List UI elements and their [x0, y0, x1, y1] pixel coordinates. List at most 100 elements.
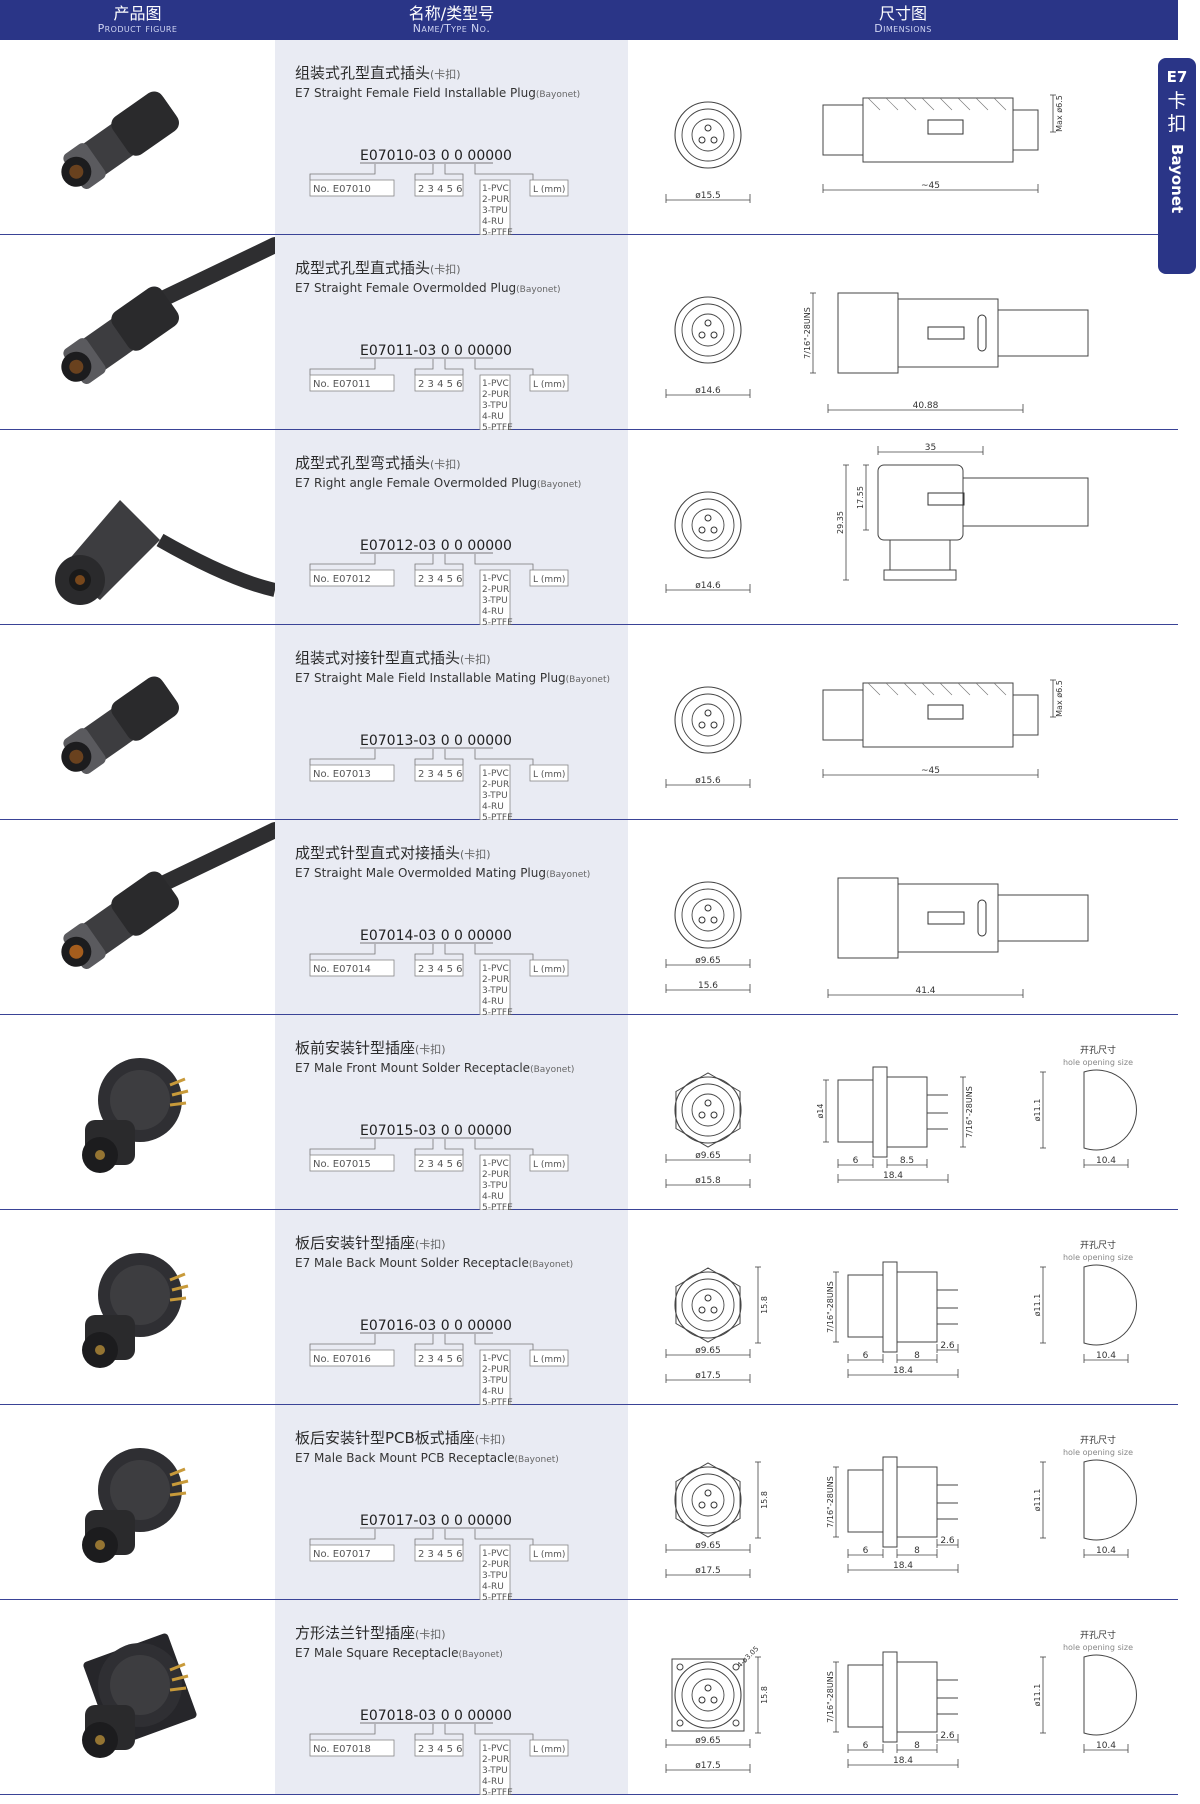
cable-material-option: 3-TPU: [482, 401, 508, 411]
length-box: [529, 764, 569, 782]
length-box: [529, 1544, 569, 1562]
connector-image: [55, 500, 275, 605]
cable-material-box: [479, 959, 511, 1015]
dim-label: ø17.5: [695, 1371, 721, 1381]
pin-count-box: [414, 764, 464, 782]
pin-count-box: [414, 374, 464, 392]
product-title-en: E7 Straight Male Overmolded Mating Plug(…: [295, 866, 628, 880]
title-zh-paren: (卡扣): [430, 68, 461, 81]
product-name-cell: 成型式孔型直式插头(卡扣)E7 Straight Female Overmold…: [275, 235, 628, 430]
title-en-paren: (Bayonet): [545, 870, 591, 880]
cable-material-option: 2-PUR: [482, 780, 509, 790]
product-row: 成型式针型直式对接插头(卡扣)E7 Straight Male Overmold…: [0, 820, 1178, 1015]
title-en-paren: (Bayonet): [514, 1455, 559, 1465]
series-char-1: 卡: [1167, 90, 1187, 112]
product-title-zh: 方形法兰针型插座(卡扣): [295, 1622, 628, 1643]
part-number: E07012-03 0 0 00000: [360, 538, 512, 554]
cable-material-option: 5-PTFE: [482, 813, 513, 820]
dim-label: 10.4: [1096, 1156, 1116, 1166]
dim-label: 7/16"-28UNS: [826, 1476, 835, 1528]
part-number-options: 03 0 0 00000: [418, 733, 512, 749]
type-no-label: No. E07016: [313, 1354, 371, 1365]
cable-material-box: [479, 569, 511, 625]
title-zh-text: 组装式孔型直式插头: [295, 64, 431, 82]
hole-size-label: 开孔尺寸: [1080, 1044, 1116, 1056]
product-title-zh: 板前安装针型插座(卡扣): [295, 1037, 628, 1058]
dim-label: Max ø6.5: [1055, 680, 1064, 717]
dim-label: 41.4: [915, 986, 935, 996]
type-no-box: [309, 179, 395, 197]
length-label: L (mm): [533, 575, 565, 585]
product-title-zh: 板后安装针型插座(卡扣): [295, 1232, 628, 1253]
cable-material-option: 3-TPU: [482, 1571, 508, 1581]
connector-photo: [82, 1448, 189, 1563]
part-number-options: 03 0 0 00000: [418, 538, 512, 554]
product-row: 成型式孔型弯式插头(卡扣)E7 Right angle Female Overm…: [0, 430, 1178, 625]
front-view-drawing: [674, 1462, 742, 1538]
pin-count-label: 2 3 4 5 6: [418, 1159, 463, 1170]
hole-size-label: 开孔尺寸: [1080, 1629, 1116, 1641]
table-header: 产品图 Product figure 名称/类型号 Name/Type No. …: [0, 0, 1178, 40]
dim-label: 15.8: [760, 1686, 769, 1704]
length-label: L (mm): [533, 185, 565, 195]
title-en-paren: (Bayonet): [537, 480, 582, 490]
dim-label: 15.6: [698, 981, 718, 991]
cable-material-option: 5-PTFE: [482, 1203, 513, 1210]
part-number-options: 03 0 0 00000: [418, 928, 512, 944]
dim-label: 8: [914, 1741, 920, 1751]
dim-label: 6: [863, 1351, 869, 1361]
connector-photo: [61, 676, 179, 774]
header-zh: 产品图: [113, 3, 162, 23]
connector-image: [61, 91, 179, 189]
connector-photo: [61, 822, 275, 969]
pin-count-label: 2 3 4 5 6: [418, 379, 463, 390]
pin-count-box: [414, 1349, 464, 1367]
cable-material-box: [479, 1154, 511, 1210]
product-photo: [0, 1405, 275, 1599]
product-name-cell: 板前安装针型插座(卡扣)E7 Male Front Mount Solder R…: [275, 1015, 628, 1210]
dim-label: ~45: [921, 766, 940, 776]
series-chars: 卡 扣: [1167, 90, 1186, 136]
cable-material-option: 2-PUR: [482, 195, 509, 205]
connector-image: [82, 1058, 189, 1173]
dim-label: 17.55: [856, 486, 865, 509]
product-rows: 组装式孔型直式插头(卡扣)E7 Straight Female Field In…: [0, 40, 1178, 1795]
cable-material-option: 4-RU: [482, 412, 504, 422]
type-no-label: No. E07015: [313, 1159, 371, 1170]
header-name-type: 名称/类型号 Name/Type No.: [275, 0, 628, 40]
cable-material-option: 1-PVC: [482, 184, 509, 194]
title-zh-paren: (卡扣): [430, 263, 461, 276]
title-en-paren: (Bayonet): [565, 675, 610, 685]
dim-label: Max ø6.5: [1055, 95, 1064, 132]
type-no-box: [309, 1349, 395, 1367]
product-title-en: E7 Right angle Female Overmolded Plug(Ba…: [295, 476, 628, 490]
dim-label: 40.88: [913, 401, 939, 411]
connector-image: [82, 1448, 189, 1563]
length-label: L (mm): [533, 1355, 565, 1365]
cable-material-option: 4-RU: [482, 997, 504, 1007]
product-row: 方形法兰针型插座(卡扣)E7 Male Square Receptacle(Ba…: [0, 1600, 1178, 1795]
connector-image: [61, 676, 179, 774]
product-row: 组装式对接针型直式插头(卡扣)E7 Straight Male Field In…: [0, 625, 1178, 820]
part-number: E07015-03 0 0 00000: [360, 1123, 512, 1139]
title-zh-text: 组装式对接针型直式插头: [295, 649, 461, 667]
product-row: 组装式孔型直式插头(卡扣)E7 Straight Female Field In…: [0, 40, 1178, 235]
header-zh: 名称/类型号: [408, 3, 495, 23]
dim-label: 15.8: [760, 1491, 769, 1509]
cable-material-option: 3-TPU: [482, 791, 508, 801]
dim-label: 29.35: [836, 511, 845, 534]
cable-material-option: 2-PUR: [482, 1365, 509, 1375]
dim-label: 10.4: [1096, 1741, 1116, 1751]
cable-material-option: 1-PVC: [482, 1549, 509, 1559]
type-no-box: [309, 1739, 395, 1757]
part-number-options: 03 0 0 00000: [418, 1123, 512, 1139]
